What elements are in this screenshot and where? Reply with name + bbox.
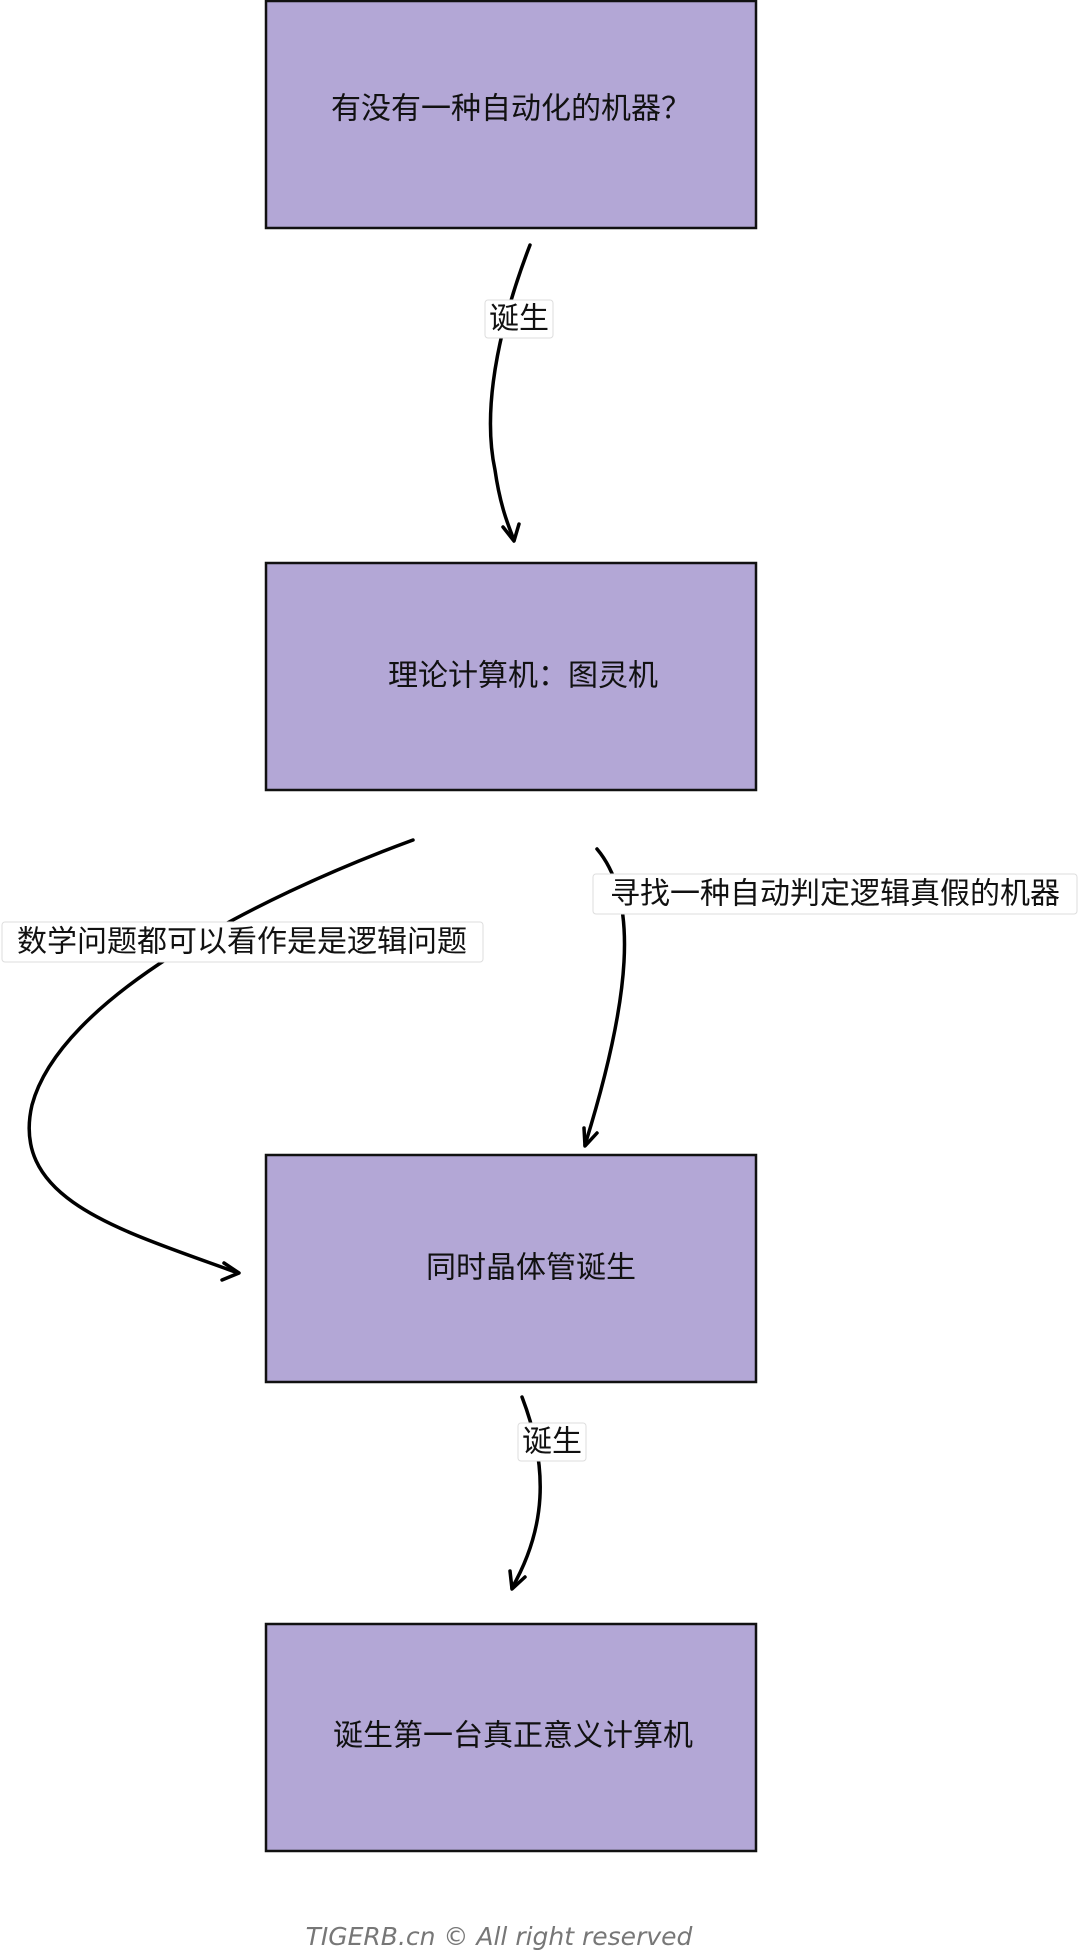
copyright-footer: TIGERB.cn © All right reserved — [306, 1922, 693, 1951]
edge-n3-n4: 诞生 — [508, 1395, 587, 1591]
arrowhead-icon — [582, 1126, 599, 1148]
node-label: 诞生第一台真正意义计算机 — [333, 1719, 693, 1754]
edge-n2-n3-right: 寻找一种自动判定逻辑真假的机器 — [582, 847, 1078, 1148]
edge-n1-n2: 诞生 — [484, 243, 554, 543]
node-automation-question: 有没有一种自动化的机器？ — [264, 0, 758, 230]
node-turing-machine: 理论计算机：图灵机 — [264, 561, 758, 792]
arrowhead-icon — [220, 1261, 241, 1282]
arrowhead-icon — [501, 522, 521, 543]
node-label: 同时晶体管诞生 — [426, 1251, 636, 1286]
edge-label: 数学问题都可以看作是是逻辑问题 — [17, 925, 467, 960]
edge-label: 诞生 — [522, 1425, 582, 1460]
node-transistor: 同时晶体管诞生 — [264, 1153, 758, 1384]
edge-label: 诞生 — [489, 302, 549, 337]
node-label: 有没有一种自动化的机器？ — [331, 92, 691, 127]
arrowhead-icon — [508, 1569, 527, 1591]
node-first-computer: 诞生第一台真正意义计算机 — [264, 1622, 758, 1853]
edge-n2-n3-left: 数学问题都可以看作是是逻辑问题 — [1, 838, 484, 1282]
edge-label: 寻找一种自动判定逻辑真假的机器 — [610, 877, 1060, 912]
edge-line — [488, 243, 532, 542]
edge-line — [583, 847, 627, 1147]
edge-line — [27, 838, 415, 1275]
node-label: 理论计算机：图灵机 — [388, 659, 658, 694]
